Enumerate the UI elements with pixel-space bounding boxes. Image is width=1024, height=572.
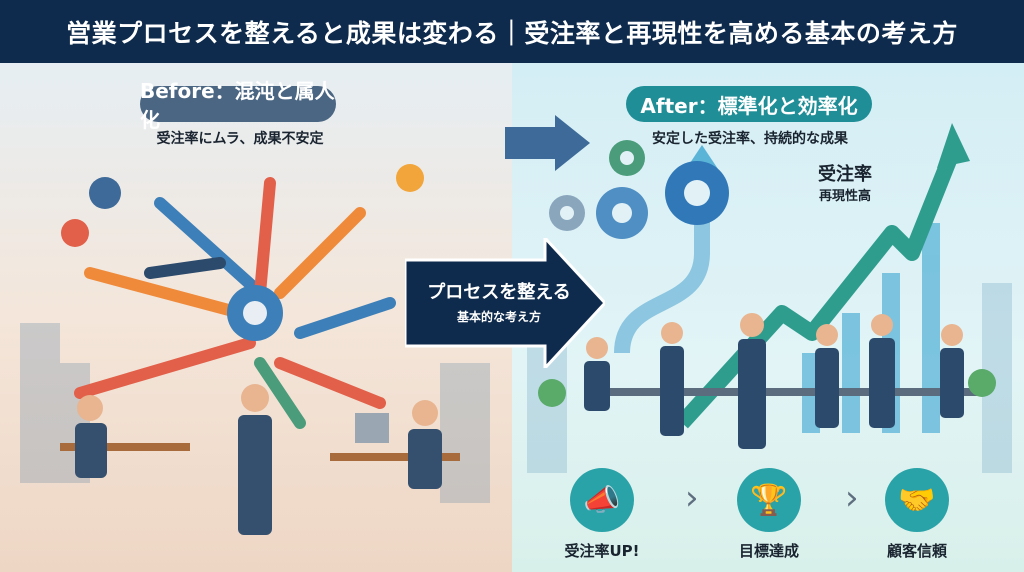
- outcome-label: 受注率UP!: [564, 542, 640, 560]
- outcome-label: 顧客信頼: [886, 542, 947, 560]
- chaos-illustration: [20, 164, 490, 535]
- kpi-sub: 再現性高: [818, 189, 871, 204]
- trophy-icon: 🏆: [737, 468, 801, 532]
- growth-illustration: [527, 123, 1012, 473]
- after-label: After：標準化と効率化: [626, 86, 872, 122]
- page-title: 営業プロセスを整えると成果は変わる｜受注率と再現性を高める基本の考え方: [0, 0, 1024, 63]
- transition-arrow: [505, 115, 590, 171]
- handshake-icon: 🤝: [885, 468, 949, 532]
- chevron-right-icon: ›: [685, 478, 699, 518]
- process-title: プロセスを整える: [427, 282, 571, 303]
- kpi-main: 受注率: [818, 164, 872, 185]
- after-subtitle: 安定した受注率、持続的な成果: [652, 131, 848, 147]
- before-subtitle: 受注率にムラ、成果不安定: [156, 131, 324, 147]
- process-arrow: プロセスを整える 基本的な考え方: [405, 238, 605, 368]
- process-subtitle: 基本的な考え方: [456, 310, 541, 324]
- chevron-right-icon: ›: [845, 478, 859, 518]
- arrow-shape: [405, 238, 605, 368]
- megaphone-icon: 📣: [570, 468, 634, 532]
- before-label: Before：混沌と属人化: [140, 79, 336, 132]
- outcome-label: 目標達成: [738, 542, 799, 560]
